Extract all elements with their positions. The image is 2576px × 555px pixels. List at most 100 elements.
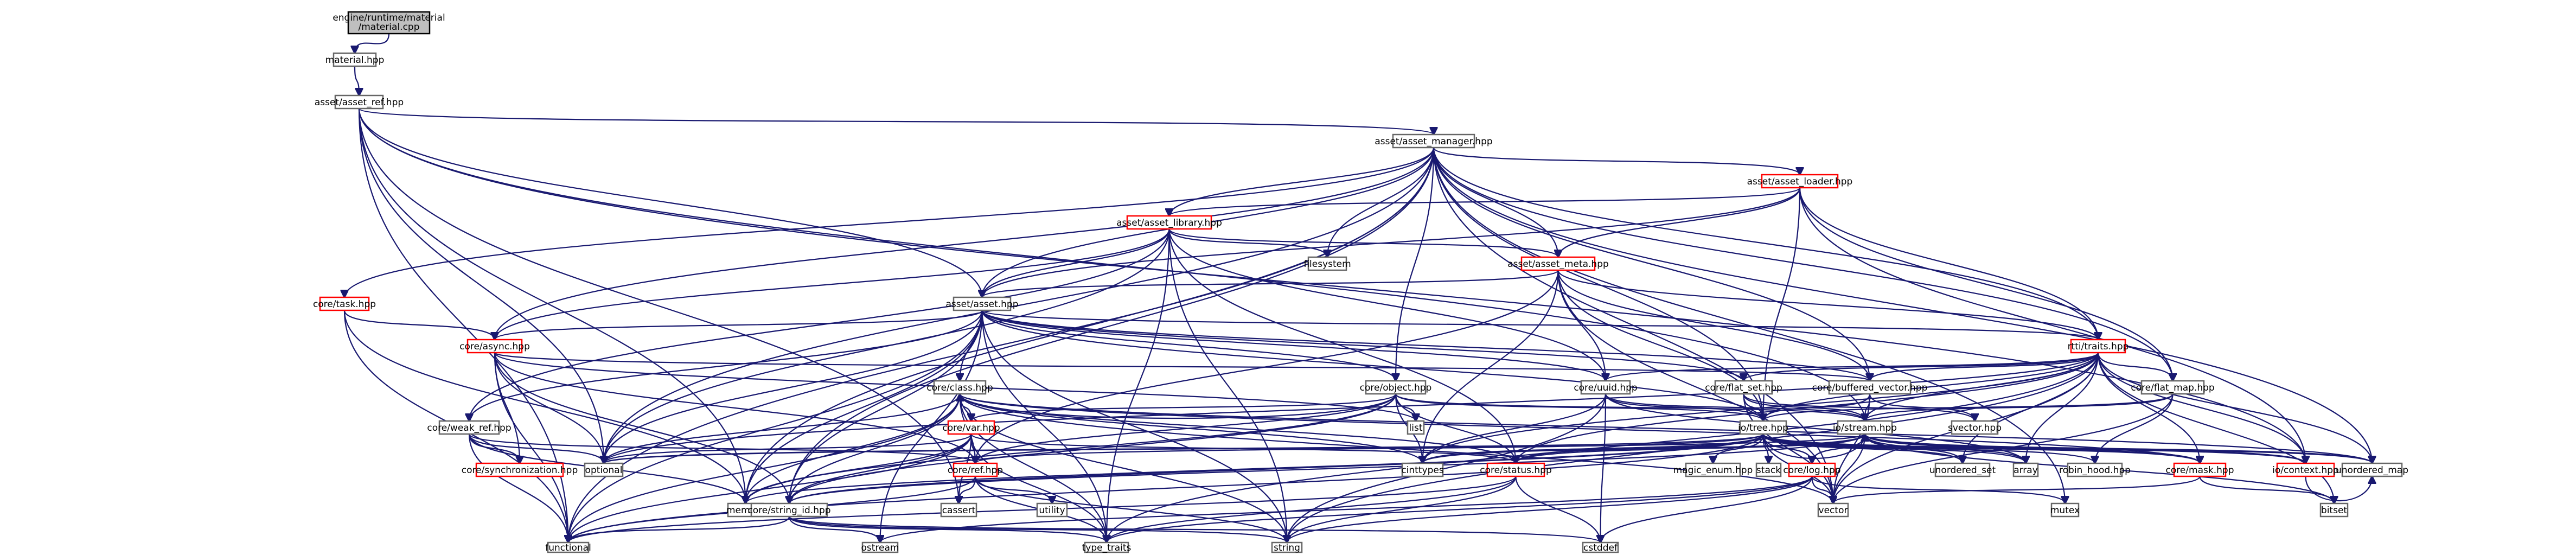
node-box-mutex[interactable] [2050, 502, 2080, 518]
node-box-rtti_traits[interactable] [2070, 339, 2126, 354]
node-box-async[interactable] [466, 339, 523, 354]
node-mutex[interactable]: mutex [2050, 502, 2080, 518]
node-box-list[interactable] [1407, 420, 1425, 435]
node-string[interactable]: string [1271, 541, 1303, 553]
node-optional[interactable]: optional [584, 462, 624, 477]
node-status[interactable]: core/status.hpp [1480, 462, 1552, 477]
node-cstddef[interactable]: cstddef [1582, 541, 1619, 553]
node-asset_library[interactable]: asset/asset_library.hpp [1116, 215, 1222, 230]
node-box-synchronization[interactable] [475, 462, 564, 477]
node-box-functional[interactable] [547, 541, 590, 553]
node-box-array[interactable] [2012, 462, 2039, 477]
node-flat_map[interactable]: core/flat_map.hpp [2131, 380, 2215, 395]
node-weak_ref[interactable]: core/weak_ref.hpp [427, 420, 512, 435]
node-box-cstddef[interactable] [1582, 541, 1619, 553]
node-context[interactable]: io/context.hpp [2272, 462, 2339, 477]
node-stream[interactable]: io/stream.hpp [1833, 420, 1897, 435]
node-box-asset_manager[interactable] [1392, 133, 1475, 149]
node-box-robin_hood[interactable] [2067, 462, 2123, 477]
node-box-string[interactable] [1271, 541, 1303, 553]
node-label-optional: optional [585, 465, 623, 476]
node-magic_enum[interactable]: magic_enum.hpp [1673, 462, 1753, 477]
node-box-stream[interactable] [1837, 420, 1893, 435]
node-async[interactable]: core/async.hpp [459, 339, 530, 354]
node-box-asset_loader[interactable] [1761, 174, 1839, 189]
node-asset_manager[interactable]: asset/asset_manager.hpp [1375, 133, 1493, 149]
node-box-unordered_map[interactable] [2341, 462, 2403, 477]
node-box-flat_map[interactable] [2140, 380, 2205, 395]
node-box-object[interactable] [1365, 380, 1427, 395]
node-box-bitset[interactable] [2319, 502, 2349, 518]
node-box-utility[interactable] [1036, 502, 1068, 518]
node-log[interactable]: core/log.hpp [1783, 462, 1841, 477]
node-flat_set[interactable]: core/flat_set.hpp [1705, 380, 1782, 395]
node-array[interactable]: array [2012, 462, 2039, 477]
node-box-mask[interactable] [2173, 462, 2227, 477]
node-ref[interactable]: core/ref.hpp [948, 462, 1003, 477]
node-cassert[interactable]: cassert [940, 502, 977, 518]
node-box-root[interactable] [347, 11, 431, 35]
node-uuid[interactable]: core/uuid.hpp [1574, 380, 1638, 395]
node-box-asset[interactable] [953, 296, 1012, 311]
node-bitset[interactable]: bitset [2319, 502, 2349, 518]
node-asset_loader[interactable]: asset/asset_loader.hpp [1747, 174, 1853, 189]
node-svector[interactable]: svector.hpp [1948, 420, 2002, 435]
node-box-cstdint[interactable] [1401, 462, 1444, 477]
node-box-material[interactable] [333, 52, 377, 67]
node-mask[interactable]: core/mask.hpp [2166, 462, 2234, 477]
node-box-svector[interactable] [1951, 420, 1999, 435]
node-task[interactable]: core/task.hpp [313, 296, 376, 311]
node-box-context[interactable] [2276, 462, 2335, 477]
node-vector[interactable]: vector [1817, 502, 1849, 518]
node-box-asset_ref[interactable] [334, 94, 384, 110]
node-box-uuid[interactable] [1580, 380, 1631, 395]
node-box-vector[interactable] [1817, 502, 1849, 518]
node-box-stack[interactable] [1755, 462, 1782, 477]
node-box-string_id[interactable] [750, 502, 828, 518]
node-buffered_vector[interactable]: core/buffered_vector.hpp [1812, 380, 1928, 395]
node-box-cassert[interactable] [940, 502, 977, 518]
edge-rtti_traits-to-buffered_vector [1870, 352, 2099, 381]
node-box-weak_ref[interactable] [438, 420, 500, 435]
node-var[interactable]: core/var.hpp [942, 420, 1000, 435]
node-list[interactable]: list [1407, 420, 1425, 435]
node-string_id[interactable]: core/string_id.hpp [747, 502, 831, 518]
node-material[interactable]: material.hpp [325, 52, 385, 67]
node-box-filesystem[interactable] [1307, 256, 1347, 271]
node-rtti_traits[interactable]: rtti/traits.hpp [2068, 339, 2129, 354]
node-asset[interactable]: asset/asset.hpp [946, 296, 1019, 311]
node-filesystem[interactable]: filesystem [1303, 256, 1351, 271]
node-box-iotree[interactable] [1739, 420, 1787, 435]
node-unordered_set[interactable]: unordered_set [1929, 462, 1996, 477]
node-box-ostream[interactable] [861, 541, 899, 553]
node-asset_ref[interactable]: asset/asset_ref.hpp [315, 94, 404, 110]
node-unordered_map[interactable]: unordered_map [2336, 462, 2408, 477]
node-asset_meta[interactable]: asset/asset_meta.hpp [1507, 256, 1609, 271]
node-iotree[interactable]: io/tree.hpp [1738, 420, 1788, 435]
node-synchronization[interactable]: core/synchronization.hpp [462, 462, 578, 477]
node-box-optional[interactable] [584, 462, 624, 477]
node-box-log[interactable] [1788, 462, 1836, 477]
node-ostream[interactable]: ostream [861, 541, 899, 553]
node-robin_hood[interactable]: robin_hood.hpp [2059, 462, 2131, 477]
node-box-magic_enum[interactable] [1685, 462, 1741, 477]
node-utility[interactable]: utility [1036, 502, 1068, 518]
node-box-buffered_vector[interactable] [1828, 380, 1912, 395]
node-box-flat_set[interactable] [1714, 380, 1773, 395]
node-box-class[interactable] [933, 380, 987, 395]
node-box-task[interactable] [319, 296, 370, 311]
node-box-var[interactable] [947, 420, 995, 435]
node-stack[interactable]: stack [1755, 462, 1782, 477]
node-box-asset_library[interactable] [1126, 215, 1212, 230]
node-type_traits[interactable]: type_traits [1082, 541, 1132, 553]
node-box-type_traits[interactable] [1084, 541, 1129, 553]
node-object[interactable]: core/object.hpp [1360, 380, 1432, 395]
node-root[interactable]: engine/runtime/material/material.cpp [333, 11, 445, 35]
node-class[interactable]: core/class.hpp [926, 380, 993, 395]
node-box-ref[interactable] [953, 462, 998, 477]
node-box-status[interactable] [1486, 462, 1545, 477]
node-functional[interactable]: functional [545, 541, 591, 553]
node-cstdint[interactable]: cinttypes [1401, 462, 1444, 477]
node-box-asset_meta[interactable] [1520, 256, 1596, 271]
node-box-unordered_set[interactable] [1934, 462, 1991, 477]
